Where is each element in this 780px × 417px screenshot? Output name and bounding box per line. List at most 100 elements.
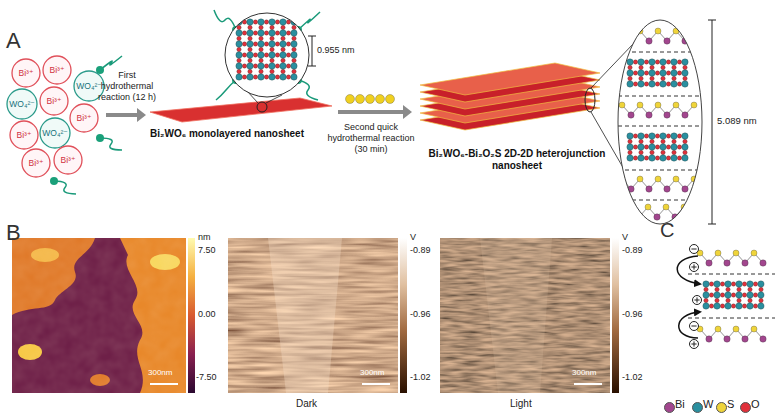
bismuth-ion-circle: Bi³⁺: [11, 58, 41, 88]
atom: [646, 38, 652, 44]
legend-label: Bi: [675, 398, 685, 411]
atom: [259, 36, 263, 40]
atom: [724, 260, 730, 266]
atom: [281, 69, 285, 73]
scale-bar: [574, 383, 602, 385]
bismuth-ion-circle: Bi³⁺: [53, 145, 83, 175]
dimension-tick: [708, 20, 716, 21]
process-label: First hydrothermal reaction (12 h): [94, 70, 160, 102]
atom: [664, 38, 670, 44]
atom: [264, 42, 268, 46]
atom: [633, 60, 637, 64]
heterojunction-layer: [420, 63, 600, 95]
atom: [758, 303, 764, 309]
atom: [758, 281, 764, 287]
atom: [742, 336, 748, 342]
atom: [346, 95, 355, 104]
atom: [649, 133, 655, 139]
atom: [236, 41, 242, 47]
atom: [683, 76, 687, 80]
layer-divider: [618, 52, 702, 53]
atom: [292, 58, 296, 62]
atom: [751, 250, 757, 256]
colorbar-value: -1.02: [410, 372, 431, 383]
atom: [736, 292, 742, 298]
atom: [655, 28, 661, 34]
atom: [731, 293, 735, 297]
atom: [759, 287, 763, 291]
atom: [248, 47, 252, 51]
dimension-tick: [708, 224, 716, 225]
atom: [270, 58, 274, 62]
atom: [654, 214, 660, 220]
ion-outline: [22, 149, 50, 177]
atom: [663, 204, 669, 210]
atom: [264, 53, 268, 57]
atom: [731, 304, 735, 308]
ion-label: Bi³⁺: [19, 68, 34, 78]
charge-symbol: [690, 263, 699, 272]
process-arrow: [106, 113, 138, 117]
dimension-tick: [308, 36, 316, 37]
atom: [242, 75, 246, 79]
atom: [292, 69, 296, 73]
atom: [253, 31, 257, 35]
kpfm-band: [268, 238, 342, 393]
atom: [636, 214, 642, 220]
atom: [269, 41, 275, 47]
zoom-ellipse: [618, 20, 702, 224]
atom: [275, 31, 279, 35]
atom: [714, 281, 720, 287]
atom: [259, 25, 263, 29]
atom: [242, 53, 246, 57]
ligand-chain: [214, 10, 236, 30]
atom: [660, 81, 666, 87]
ion-label: Bi³⁺: [50, 65, 65, 75]
atom: [639, 65, 643, 69]
atom: [671, 81, 677, 87]
atom: [269, 19, 275, 25]
atom: [638, 81, 644, 87]
atom: [666, 156, 670, 160]
atom: [286, 31, 290, 35]
atom: [638, 144, 644, 150]
atom: [742, 260, 748, 266]
atom: [673, 176, 679, 182]
atom: [644, 60, 648, 64]
atom: [673, 102, 679, 108]
atom: [628, 65, 632, 69]
atom: [258, 63, 264, 69]
legend-swatch: [692, 402, 703, 413]
colorbar-value: -0.96: [622, 309, 643, 320]
atom: [691, 102, 697, 108]
atom: [655, 60, 659, 64]
atom: [237, 47, 241, 51]
atom: [731, 282, 735, 286]
atom: [649, 81, 655, 87]
atom: [682, 133, 688, 139]
atom: [633, 71, 637, 75]
atom: [703, 303, 709, 309]
atom: [650, 139, 654, 143]
bismuth-ion-circle: Bi³⁺: [21, 148, 51, 178]
atom: [666, 71, 670, 75]
atom: [747, 281, 753, 287]
atom: [644, 156, 648, 160]
atom: [751, 326, 757, 332]
atom: [682, 70, 688, 76]
atom: [247, 30, 253, 36]
atom: [259, 69, 263, 73]
panel-letter: C: [660, 218, 674, 242]
colorbar-unit: V: [622, 232, 628, 243]
atom: [649, 155, 655, 161]
charge-symbol: [691, 249, 696, 250]
atom: [356, 95, 365, 104]
legend-label: S: [727, 398, 734, 411]
atom: [258, 52, 264, 58]
atom: [706, 260, 712, 266]
atom: [627, 59, 633, 65]
atom: [253, 75, 257, 79]
atom: [661, 65, 665, 69]
atom: [655, 156, 659, 160]
